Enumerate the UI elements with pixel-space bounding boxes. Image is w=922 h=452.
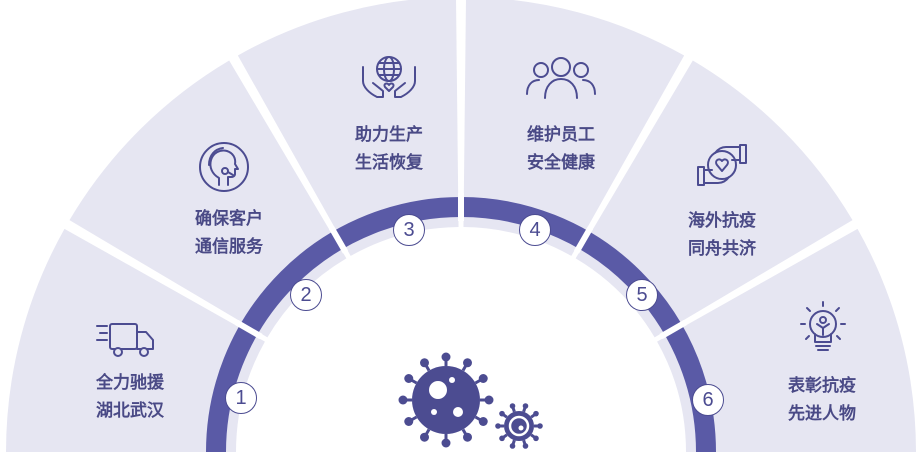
customer-head-headset-icon [199, 142, 249, 192]
helping-hands-heart-icon [697, 144, 747, 186]
segment-6-line1: 表彰抗疫 [788, 376, 856, 396]
segment-1-label: 全力驰援 湖北武汉 [60, 369, 200, 425]
virus-icon [398, 352, 543, 449]
segment-3-line2: 生活恢复 [355, 153, 423, 173]
segment-5-number: 5 [626, 279, 658, 311]
segment-4-label: 维护员工 安全健康 [491, 121, 631, 177]
segment-5-label: 海外抗疫 同舟共济 [652, 207, 792, 263]
segment-2-number: 2 [290, 279, 322, 311]
delivery-truck-icon [96, 323, 154, 357]
ring-divider [328, 226, 349, 254]
segment-4-line2: 安全健康 [527, 153, 595, 173]
segment-panel-4 [463, 0, 685, 256]
segment-6-number: 6 [692, 384, 724, 416]
segment-4-line1: 维护员工 [527, 125, 595, 145]
segment-5-line2: 同舟共济 [688, 239, 756, 259]
segment-panel-2 [69, 60, 347, 338]
segment-1-line1: 全力驰援 [96, 373, 164, 393]
segment-panel-1 [6, 228, 265, 452]
segment-panel-3 [237, 0, 459, 256]
team-people-icon [526, 57, 596, 99]
segment-6-line2: 先进人物 [788, 404, 856, 424]
segment-1-number: 1 [225, 382, 257, 414]
segment-2-label: 确保客户 通信服务 [159, 205, 299, 261]
ring-divider [659, 319, 687, 340]
segment-4-number: 4 [519, 214, 551, 246]
segment-3-number: 3 [393, 214, 425, 246]
segment-3-line1: 助力生产 [355, 125, 423, 145]
ring-divider [573, 226, 594, 254]
segment-panel-5 [575, 60, 853, 338]
segment-2-line2: 通信服务 [195, 237, 263, 257]
award-bulb-person-icon [800, 301, 846, 351]
ring-divider [235, 319, 263, 340]
globe-in-hands-icon [362, 56, 416, 98]
segment-2-line1: 确保客户 [195, 209, 263, 229]
segment-6-label: 表彰抗疫 先进人物 [752, 372, 892, 428]
segment-3-label: 助力生产 生活恢复 [319, 121, 459, 177]
ring-dividers [235, 193, 687, 340]
segment-5-line1: 海外抗疫 [688, 211, 756, 231]
segment-1-line2: 湖北武汉 [96, 401, 164, 421]
